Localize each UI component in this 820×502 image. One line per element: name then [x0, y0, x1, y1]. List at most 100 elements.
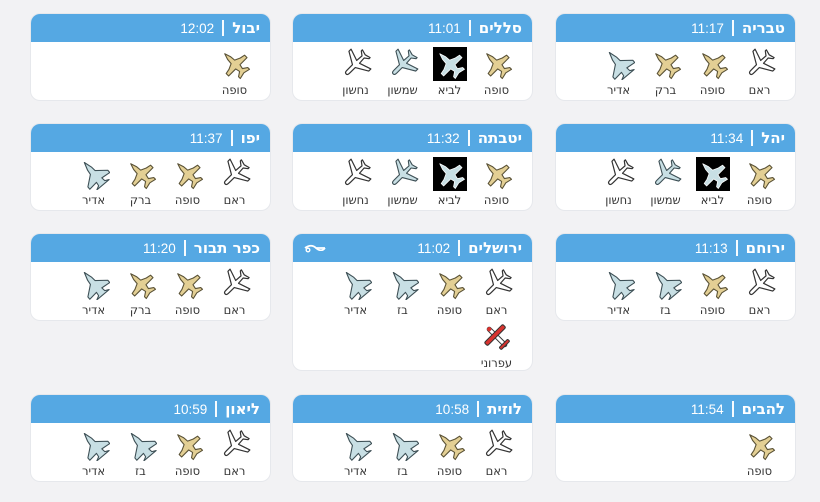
aircraft-item[interactable]: ראם: [736, 267, 783, 317]
plane-outline-icon: [743, 267, 777, 301]
aircraft-item[interactable]: אדיר: [70, 267, 117, 317]
aircraft-item[interactable]: אדיר: [332, 267, 379, 317]
card-header: יבול 12:02: [31, 14, 270, 42]
aircraft-item[interactable]: בז: [379, 267, 426, 317]
stealth-jet-icon: [602, 47, 636, 81]
stealth-jet-icon: [77, 267, 111, 301]
aircraft-item[interactable]: אדיר: [70, 157, 117, 207]
aircraft-label: אדיר: [343, 464, 368, 478]
location-card[interactable]: יבול 12:02 סופה: [31, 14, 270, 100]
aircraft-item[interactable]: סופה: [426, 428, 473, 478]
aircraft-item[interactable]: סופה: [736, 428, 783, 478]
plane-outline-icon: [218, 157, 252, 191]
jet-dark-icon: [432, 157, 467, 191]
aircraft-label: לביא: [700, 193, 725, 207]
aircraft-label: אדיר: [81, 303, 106, 317]
plane-outline-icon: [339, 47, 373, 81]
aircraft-label: אדיר: [81, 464, 106, 478]
aircraft-item[interactable]: אדיר: [595, 267, 642, 317]
plane-blue-icon: [386, 157, 420, 191]
location-card[interactable]: לוזית 10:58 ראם סופה בז אדיר: [293, 395, 532, 481]
aircraft-item[interactable]: סופה: [736, 157, 783, 207]
city-name: ירושלים: [468, 239, 522, 257]
aircraft-list: ראם סופה ברק אדיר: [31, 152, 270, 210]
aircraft-item[interactable]: ראם: [211, 267, 258, 317]
aircraft-label: אדיר: [606, 83, 631, 97]
aircraft-item[interactable]: אדיר: [70, 428, 117, 478]
aircraft-item[interactable]: ראם: [211, 428, 258, 478]
aircraft-item[interactable]: סופה: [473, 157, 520, 207]
location-card[interactable]: כפר תבור 11:20 ראם סופה ברק אדיר: [31, 234, 270, 320]
aircraft-label: סופה: [699, 303, 726, 317]
aircraft-label: סופה: [746, 193, 773, 207]
header-divider: [458, 240, 461, 256]
wind-icon[interactable]: [303, 241, 327, 255]
jet-tan-icon: [433, 267, 467, 301]
aircraft-item[interactable]: סופה: [164, 428, 211, 478]
aircraft-item[interactable]: סופה: [689, 267, 736, 317]
aircraft-item[interactable]: נחשון: [332, 157, 379, 207]
location-card[interactable]: יפו 11:37 ראם סופה ברק אדיר: [31, 124, 270, 210]
flyover-time: 10:58: [435, 401, 470, 417]
aircraft-item[interactable]: שמשון: [379, 157, 426, 207]
aircraft-item[interactable]: בז: [379, 428, 426, 478]
aircraft-item[interactable]: סופה: [164, 157, 211, 207]
aircraft-item[interactable]: בז: [642, 267, 689, 317]
city-name: לוזית: [487, 400, 522, 418]
aircraft-item[interactable]: ברק: [117, 267, 164, 317]
location-card[interactable]: טבריה 11:17 ראם סופה ברק אדיר: [556, 14, 795, 100]
flyover-time: 11:01: [428, 20, 461, 36]
aircraft-item[interactable]: לביא: [689, 157, 736, 207]
stealth-jet-icon: [124, 428, 158, 462]
location-card[interactable]: ירושלים 11:02 ראם סופה בז אדיר עפרוני: [293, 234, 532, 370]
aircraft-item[interactable]: אדיר: [332, 428, 379, 478]
aircraft-item[interactable]: סופה: [211, 47, 258, 97]
aircraft-item[interactable]: ראם: [211, 157, 258, 207]
aircraft-label: ראם: [223, 303, 246, 317]
aircraft-item[interactable]: לביא: [426, 157, 473, 207]
plane-outline-icon: [743, 47, 777, 81]
location-card[interactable]: סללים 11:01 סופה לביא שמשון נחשון: [293, 14, 532, 100]
aircraft-list: ראם סופה בז אדיר: [293, 423, 532, 481]
aircraft-item[interactable]: נחשון: [332, 47, 379, 97]
aircraft-item[interactable]: ראם: [736, 47, 783, 97]
aircraft-item[interactable]: סופה: [689, 47, 736, 97]
card-header: ירוחם 11:13: [556, 234, 795, 262]
aircraft-item[interactable]: סופה: [164, 267, 211, 317]
aircraft-label: סופה: [174, 193, 201, 207]
location-card[interactable]: יהל 11:34 סופה לביא שמשון נחשון: [556, 124, 795, 210]
aircraft-item[interactable]: שמשון: [642, 157, 689, 207]
plane-outline-icon: [218, 267, 252, 301]
city-name: סללים: [478, 19, 522, 37]
header-divider: [468, 20, 471, 36]
aircraft-item[interactable]: ראם: [473, 267, 520, 317]
aircraft-item[interactable]: שמשון: [379, 47, 426, 97]
aircraft-item[interactable]: ברק: [117, 157, 164, 207]
location-card[interactable]: ירוחם 11:13 ראם סופה בז אדיר: [556, 234, 795, 320]
flyover-time: 12:02: [180, 20, 215, 36]
aircraft-item[interactable]: לביא: [426, 47, 473, 97]
aircraft-label: בז: [397, 464, 408, 478]
aircraft-label: עפרוני: [480, 356, 513, 370]
aircraft-list: ראם סופה בז אדיר עפרוני: [293, 262, 532, 370]
aircraft-item[interactable]: סופה: [473, 47, 520, 97]
location-card[interactable]: ליאון 10:59 ראם סופה בז אדיר: [31, 395, 270, 481]
jet-tan-icon: [696, 47, 730, 81]
aircraft-item[interactable]: סופה: [426, 267, 473, 317]
aircraft-label: נחשון: [342, 83, 369, 97]
aircraft-list: סופה: [31, 42, 270, 100]
jet-tan-icon: [171, 157, 205, 191]
city-name: ליאון: [225, 400, 260, 418]
aircraft-label: ברק: [129, 303, 152, 317]
stealth-jet-icon: [339, 428, 373, 462]
aircraft-item[interactable]: עפרוני: [473, 320, 520, 370]
aircraft-item[interactable]: ראם: [473, 428, 520, 478]
location-card[interactable]: להבים 11:54 סופה: [556, 395, 795, 481]
city-name: יפו: [240, 129, 260, 147]
aircraft-item[interactable]: ברק: [642, 47, 689, 97]
aircraft-label: אדיר: [81, 193, 106, 207]
aircraft-item[interactable]: בז: [117, 428, 164, 478]
location-card[interactable]: יטבתה 11:32 סופה לביא שמשון נחשון: [293, 124, 532, 210]
aircraft-item[interactable]: נחשון: [595, 157, 642, 207]
aircraft-item[interactable]: אדיר: [595, 47, 642, 97]
